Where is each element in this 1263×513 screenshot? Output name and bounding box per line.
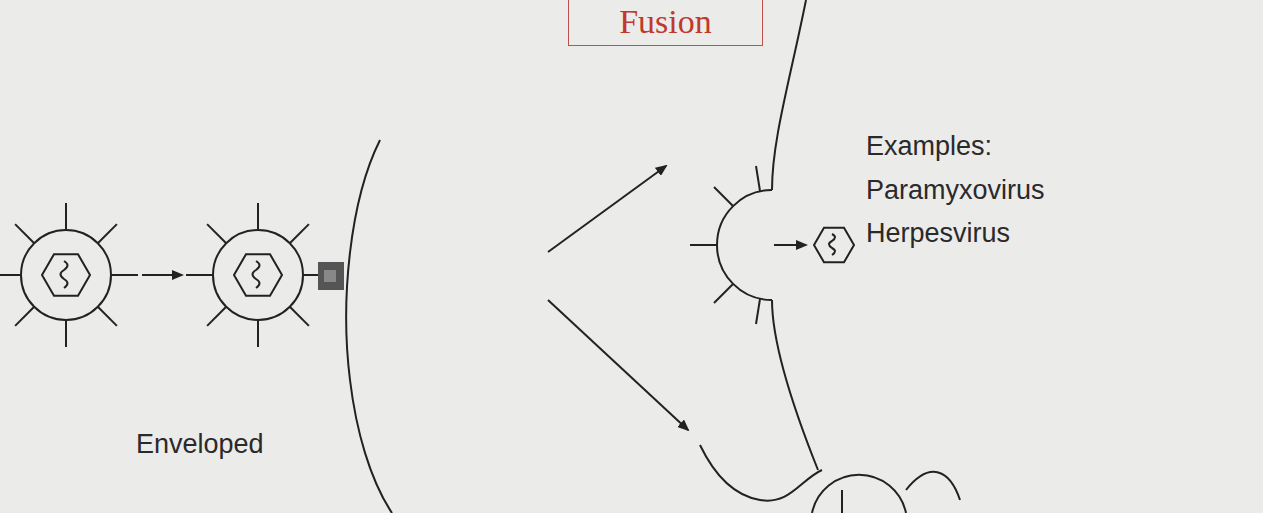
example-label: Paramyxovirus <box>866 176 1045 206</box>
title-box: Fusion <box>568 0 763 46</box>
example-label: Herpesvirus <box>866 219 1010 249</box>
virus-type-label: Enveloped <box>136 430 264 460</box>
example-label: Examples: <box>866 132 992 162</box>
title-text: Fusion <box>619 2 712 41</box>
